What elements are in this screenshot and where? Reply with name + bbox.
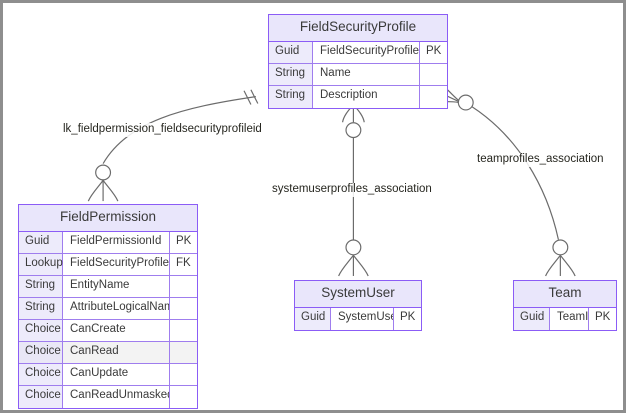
attribute-key-badge <box>169 297 197 319</box>
attribute-key-badge <box>419 63 447 85</box>
attribute-key-badge: PK <box>588 307 616 330</box>
attribute-name: FieldSecurityProfileId <box>63 253 169 275</box>
attribute-key-badge <box>169 275 197 297</box>
attribute-key-badge <box>169 341 197 363</box>
entity-title-field-security-profile: FieldSecurityProfile <box>269 15 447 42</box>
attribute-name: FieldSecurityProfileId <box>313 41 419 63</box>
entity-title-team: Team <box>514 281 616 308</box>
attribute-key-badge: PK <box>169 231 197 253</box>
attribute-name: SystemUserId <box>331 307 393 330</box>
entity-title-system-user: SystemUser <box>295 281 421 308</box>
attribute-row[interactable]: GuidSystemUserIdPK <box>295 307 421 330</box>
relationship-label-lk-fieldpermission-fieldsecurityprofileid[interactable]: lk_fieldpermission_fieldsecurityprofilei… <box>61 123 264 137</box>
attribute-type: Choice <box>19 319 63 341</box>
entity-team[interactable]: TeamGuidTeamIDPK <box>513 280 617 331</box>
attribute-type: Guid <box>269 41 313 63</box>
edge-teamprofiles-association <box>443 86 576 277</box>
attribute-key-badge: PK <box>393 307 421 330</box>
attribute-name: CanRead <box>63 341 169 363</box>
entity-system-user[interactable]: SystemUserGuidSystemUserIdPK <box>294 280 422 331</box>
attribute-key-badge <box>169 385 197 408</box>
attribute-name: Name <box>313 63 419 85</box>
attribute-type: Lookup <box>19 253 63 275</box>
entity-title-field-permission: FieldPermission <box>19 205 197 232</box>
attribute-type: String <box>269 63 313 85</box>
attribute-type: String <box>269 85 313 108</box>
attribute-type: Choice <box>19 363 63 385</box>
attribute-row[interactable]: GuidTeamIDPK <box>514 307 616 330</box>
attribute-type: Guid <box>295 307 331 330</box>
attribute-name: CanCreate <box>63 319 169 341</box>
attribute-type: Choice <box>19 341 63 363</box>
attribute-type: Guid <box>514 307 550 330</box>
attribute-key-badge: FK <box>169 253 197 275</box>
relationship-label-systemuserprofiles-association[interactable]: systemuserprofiles_association <box>270 183 434 197</box>
attribute-key-badge <box>169 319 197 341</box>
attribute-type: String <box>19 275 63 297</box>
edge-lk-fieldpermission-fieldsecurityprofileid <box>87 89 259 202</box>
attribute-name: AttributeLogicalName <box>63 297 169 319</box>
attribute-key-badge <box>419 85 447 108</box>
attribute-name: CanUpdate <box>63 363 169 385</box>
attribute-name: FieldPermissionId <box>63 231 169 253</box>
attribute-type: Guid <box>19 231 63 253</box>
attribute-name: EntityName <box>63 275 169 297</box>
attribute-name: TeamID <box>550 307 588 330</box>
attribute-type: Choice <box>19 385 63 408</box>
attribute-name: Description <box>313 85 419 108</box>
attribute-key-badge: PK <box>419 41 447 63</box>
relationship-label-teamprofiles-association[interactable]: teamprofiles_association <box>475 153 606 167</box>
attribute-key-badge <box>169 363 197 385</box>
attribute-name: CanReadUnmasked <box>63 385 169 408</box>
attribute-type: String <box>19 297 63 319</box>
